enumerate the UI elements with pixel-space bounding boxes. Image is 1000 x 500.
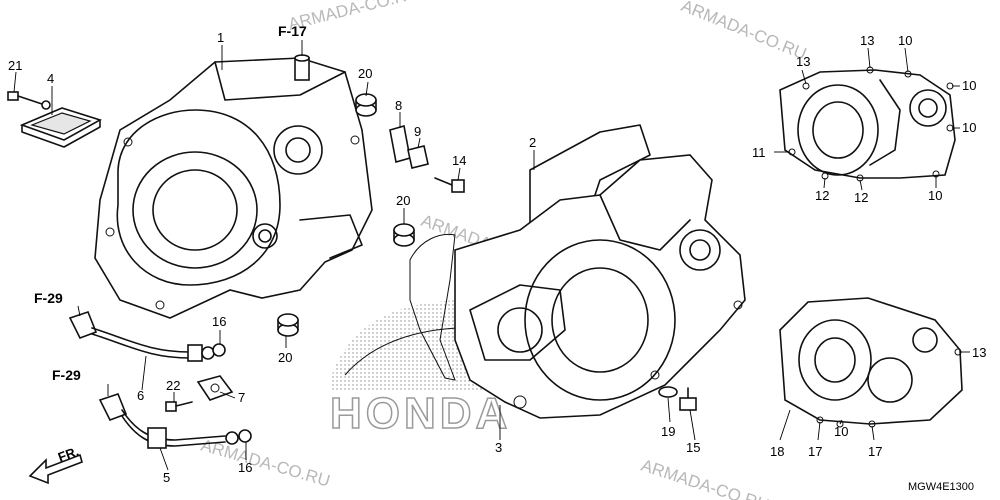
callout-10: 10 bbox=[962, 120, 976, 135]
left-cover-outline[interactable] bbox=[779, 297, 963, 428]
dowel-pin-middle[interactable] bbox=[393, 223, 415, 247]
callout-13: 13 bbox=[860, 33, 874, 48]
bolt-22[interactable] bbox=[165, 401, 193, 412]
callout-4: 4 bbox=[47, 71, 54, 86]
callout-8: 8 bbox=[395, 98, 402, 113]
callout-16: 16 bbox=[212, 314, 226, 329]
callout-6: 6 bbox=[137, 388, 144, 403]
callout-2: 2 bbox=[529, 135, 536, 150]
callout-21: 21 bbox=[8, 58, 22, 73]
front-direction-arrow: FR. bbox=[28, 444, 83, 485]
watermark: ARMADA-CO.RU bbox=[199, 436, 332, 491]
oil-pipe-6[interactable] bbox=[68, 311, 215, 362]
breather-tube[interactable] bbox=[294, 54, 310, 81]
callouts: 1 2 3 4 5 6 7 8 9 10 10 10 10 10 11 12 1… bbox=[8, 30, 986, 485]
callout-5: 5 bbox=[163, 470, 170, 485]
front-label: FR. bbox=[56, 444, 81, 465]
callout-9: 9 bbox=[414, 124, 421, 139]
callout-19: 19 bbox=[661, 424, 675, 439]
callout-13: 13 bbox=[972, 345, 986, 360]
washer-16-lower[interactable] bbox=[238, 429, 252, 443]
callout-15: 15 bbox=[686, 440, 700, 455]
oil-filter-screen[interactable] bbox=[19, 107, 103, 148]
drain-bolt-15[interactable] bbox=[679, 387, 697, 411]
pipe-clamp[interactable] bbox=[196, 375, 234, 401]
callout-20: 20 bbox=[396, 193, 410, 208]
callout-17: 17 bbox=[868, 444, 882, 459]
callout-10: 10 bbox=[962, 78, 976, 93]
watermark: ARMADA-CO.RU bbox=[639, 456, 772, 500]
leader-lines bbox=[13, 40, 970, 471]
watermark: ARMADA-CO.RU bbox=[679, 0, 810, 64]
left-crankcase[interactable] bbox=[454, 154, 746, 419]
callout-13: 13 bbox=[796, 54, 810, 69]
callout-20: 20 bbox=[278, 350, 292, 365]
callout-10: 10 bbox=[928, 188, 942, 203]
callout-22: 22 bbox=[166, 378, 180, 393]
oil-pipe-5[interactable] bbox=[98, 393, 239, 449]
bolt-21[interactable] bbox=[7, 91, 51, 110]
callout-20: 20 bbox=[358, 66, 372, 81]
right-crankcase[interactable] bbox=[94, 57, 373, 319]
ref-f17: F-17 bbox=[278, 23, 307, 39]
callout-17: 17 bbox=[808, 444, 822, 459]
callout-16: 16 bbox=[238, 460, 252, 475]
callout-12: 12 bbox=[815, 188, 829, 203]
bracket-9[interactable] bbox=[407, 145, 429, 169]
callout-11: 11 bbox=[752, 145, 766, 160]
honda-logo-text: HONDA bbox=[330, 389, 511, 438]
ref-f29-upper: F-29 bbox=[34, 290, 63, 306]
washer-19[interactable] bbox=[658, 386, 678, 398]
dowel-pin-upper[interactable] bbox=[355, 93, 377, 117]
ref-f29-lower: F-29 bbox=[52, 367, 81, 383]
callout-1: 1 bbox=[217, 30, 224, 45]
right-cover-outline[interactable] bbox=[779, 66, 956, 182]
bolt-14[interactable] bbox=[434, 177, 465, 193]
plate-8[interactable] bbox=[389, 124, 411, 164]
callout-7: 7 bbox=[238, 390, 245, 405]
dowel-pin-lower[interactable] bbox=[277, 313, 299, 337]
reference-labels: F-17 F-29 F-29 bbox=[34, 23, 307, 383]
diagram-code: MGW4E1300 bbox=[908, 481, 974, 493]
callout-18: 18 bbox=[770, 444, 784, 459]
callout-14: 14 bbox=[452, 153, 466, 168]
callout-12: 12 bbox=[854, 190, 868, 205]
callout-3: 3 bbox=[495, 440, 502, 455]
callout-10: 10 bbox=[834, 424, 848, 439]
washer-16-upper[interactable] bbox=[212, 343, 226, 357]
callout-10: 10 bbox=[898, 33, 912, 48]
